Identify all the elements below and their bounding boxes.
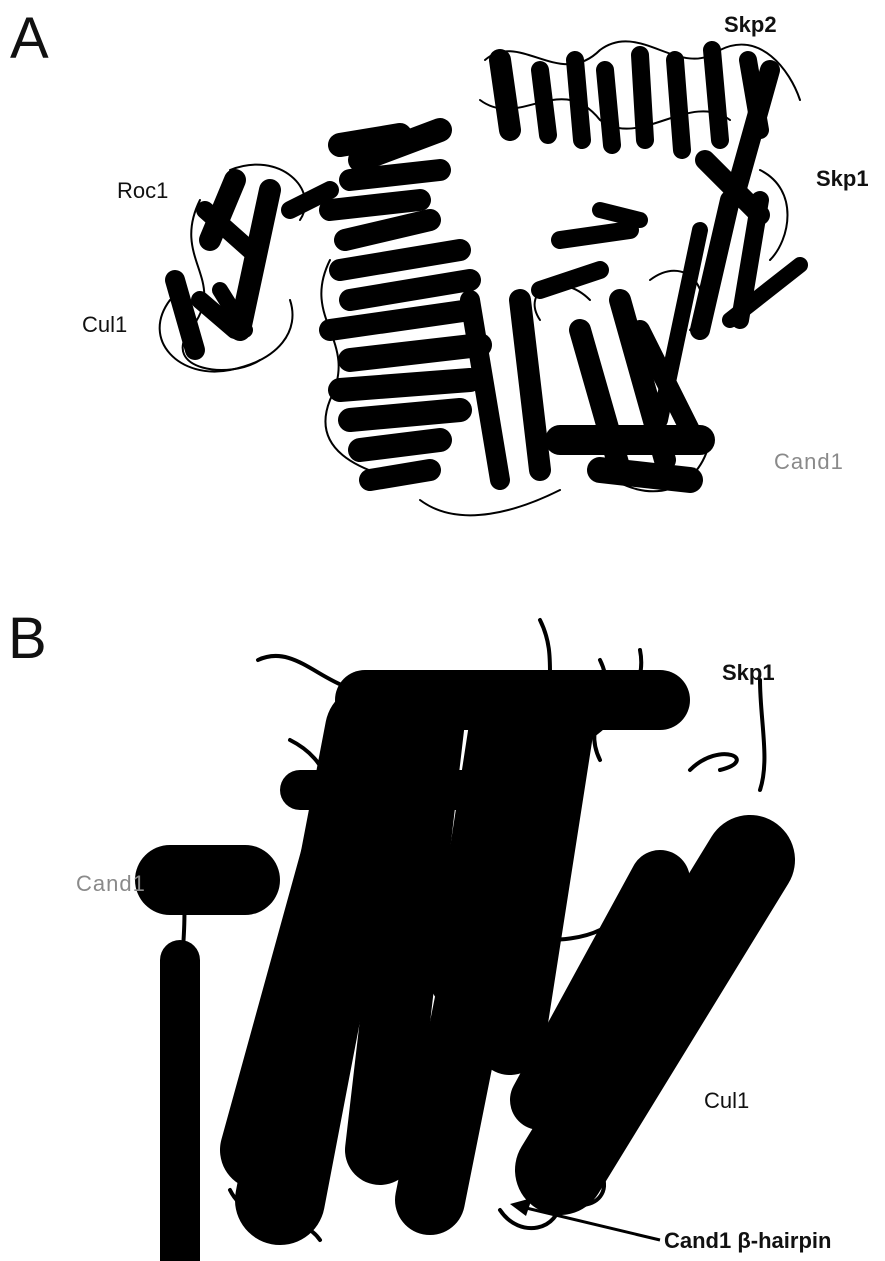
label-b-hairpin: Cand1 β-hairpin <box>664 1230 831 1252</box>
label-b-cand1: Cand1 <box>76 873 146 895</box>
label-b-skp1: Skp1 <box>722 662 775 684</box>
label-b-cul1: Cul1 <box>704 1090 749 1112</box>
hairpin-arrow <box>522 1207 660 1240</box>
